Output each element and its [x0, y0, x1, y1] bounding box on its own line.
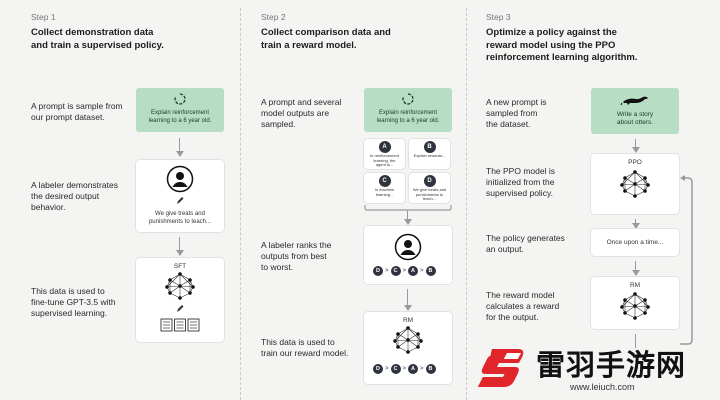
column-divider	[466, 8, 467, 400]
refresh-icon	[174, 93, 186, 105]
flow-arrow	[635, 219, 636, 224]
watermark: 雷羽手游网 www.leiuch.com	[466, 335, 720, 400]
bracket-connector	[364, 205, 452, 211]
flow-arrow	[635, 139, 636, 148]
flow-arrow	[179, 237, 180, 252]
neural-network-icon	[620, 292, 650, 320]
ppo-model-card: PPO	[591, 154, 679, 214]
pencil-icon	[177, 197, 184, 204]
neural-network-icon	[393, 326, 423, 354]
otter-icon	[620, 96, 648, 106]
rm-model-card: RM	[591, 277, 679, 329]
flow-arrow	[407, 289, 408, 306]
model-label: SFT	[173, 263, 187, 270]
sft-model-card: SFT	[136, 258, 224, 342]
labeler-avatar-icon	[166, 165, 194, 193]
arrowhead	[175, 250, 184, 256]
watermark-url: www.leiuch.com	[570, 382, 635, 392]
arrowhead	[631, 147, 640, 153]
ranking-order: D> C> A> B	[373, 266, 436, 276]
ranking-order: D> C> A> B	[373, 364, 436, 374]
refresh-icon	[402, 93, 414, 105]
ranking-card: D> C> A> B	[364, 226, 452, 284]
neural-network-icon	[620, 170, 650, 198]
model-label: PPO	[628, 159, 642, 166]
flow-arrow	[179, 138, 180, 153]
step-label: Step 2	[261, 12, 286, 22]
flow-arrow	[635, 334, 636, 348]
output-card-b: B Explain rewards...	[409, 139, 450, 169]
step-label: Step 1	[31, 12, 56, 22]
watermark-name: 雷羽手游网	[536, 348, 687, 382]
model-label: RM	[629, 282, 641, 289]
rm-model-card: RM D> C> A> B	[364, 312, 452, 384]
arrowhead	[631, 270, 640, 276]
labeler-avatar-icon	[394, 233, 422, 261]
documents-icon	[160, 318, 200, 332]
pencil-icon	[177, 305, 184, 312]
output-card: Once upon a time...	[591, 229, 679, 256]
arrowhead	[403, 219, 412, 225]
arrowhead	[631, 223, 640, 229]
flow-arrow	[635, 261, 636, 271]
arrowhead	[403, 305, 412, 311]
model-label: RM	[402, 317, 414, 324]
flow-arrow	[407, 210, 408, 220]
feedback-loop-arrow	[680, 175, 693, 345]
column-divider	[240, 8, 241, 400]
arrowhead	[175, 151, 184, 157]
watermark-logo-icon	[477, 349, 524, 387]
step-label: Step 3	[486, 12, 511, 22]
neural-network-icon	[165, 272, 195, 300]
